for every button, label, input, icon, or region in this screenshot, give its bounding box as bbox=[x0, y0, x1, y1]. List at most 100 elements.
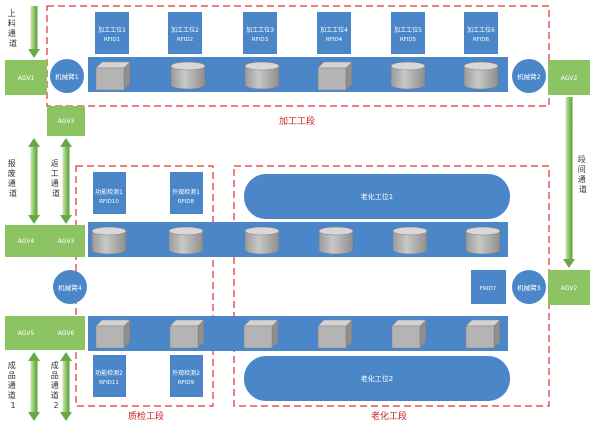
cube-item bbox=[169, 319, 205, 349]
label-char: 通 bbox=[51, 178, 59, 188]
cylinder-item bbox=[318, 226, 354, 255]
arrow-head-up bbox=[60, 352, 72, 361]
label-char: 道 bbox=[9, 38, 17, 48]
station-name: 功能检测2 bbox=[95, 369, 123, 377]
arrow-head-down bbox=[28, 49, 40, 58]
cylinder-top bbox=[318, 226, 354, 236]
channel-arrows bbox=[28, 6, 575, 421]
cube-front bbox=[169, 325, 199, 349]
cube-front bbox=[317, 325, 347, 349]
cylinder-top bbox=[244, 226, 280, 236]
cylinder-item bbox=[392, 226, 428, 255]
station-box bbox=[317, 12, 351, 54]
station-rfid: RFID9 bbox=[178, 380, 195, 386]
label-char: 品 bbox=[51, 371, 59, 380]
station-box bbox=[93, 172, 126, 214]
station-rfid: RFID2 bbox=[177, 37, 193, 43]
label-char: 间 bbox=[578, 165, 586, 174]
arrow-head-down bbox=[563, 259, 575, 268]
label-char: 通 bbox=[8, 380, 16, 390]
agv-box bbox=[548, 60, 590, 95]
station-box bbox=[170, 172, 203, 214]
conveyor-belt-bottom bbox=[88, 316, 508, 351]
station-name: 加工工位4 bbox=[320, 26, 348, 34]
station-name: 功能检测1 bbox=[95, 188, 123, 196]
label-char: 1 bbox=[10, 401, 15, 410]
arrow-head-down bbox=[60, 215, 72, 224]
cube-item bbox=[465, 319, 501, 349]
cylinder-item bbox=[463, 61, 499, 90]
label-char: 道 bbox=[9, 188, 17, 198]
arrow-shaft bbox=[62, 361, 70, 412]
processing-section-title: 加工工段 bbox=[279, 115, 315, 127]
label-char: 道 bbox=[52, 188, 60, 198]
label-char: 通 bbox=[51, 380, 59, 390]
cube-item bbox=[317, 319, 353, 349]
between-arrow bbox=[563, 97, 575, 268]
belt-items bbox=[91, 61, 501, 349]
agv-label: AGV3 bbox=[58, 118, 75, 125]
station-name: 加工工位1 bbox=[98, 26, 126, 34]
station-name: 加工工位5 bbox=[394, 26, 422, 34]
label-char: 料 bbox=[8, 18, 16, 28]
robot-arm-label: 机械臂1 bbox=[55, 72, 79, 81]
station-box bbox=[93, 355, 126, 397]
cylinder-body bbox=[244, 230, 280, 255]
cylinder-top bbox=[244, 61, 280, 71]
label-char: 报 bbox=[8, 158, 16, 168]
station-rfid: RFID10 bbox=[99, 199, 119, 205]
agv-label: AGV3 bbox=[58, 238, 75, 245]
cube-item bbox=[391, 319, 427, 349]
label-char: 道 bbox=[579, 184, 587, 194]
scrap-arrow bbox=[28, 138, 40, 224]
cylinder-body bbox=[390, 65, 426, 90]
cube-item bbox=[243, 319, 279, 349]
cube-item bbox=[95, 61, 131, 91]
robot-arm-circle bbox=[50, 59, 84, 93]
robot-arm-circle bbox=[53, 270, 87, 304]
label-char: 道 bbox=[8, 390, 16, 400]
cylinder-body bbox=[170, 65, 206, 90]
loading-arrow bbox=[28, 6, 40, 58]
rfid7-box bbox=[471, 270, 506, 304]
cylinder-item bbox=[390, 61, 426, 90]
cylinder-body bbox=[244, 65, 280, 90]
product1-channel-label: 成 品 通 道 1 bbox=[8, 360, 19, 410]
scrap-channel-label: 报 废 通 道 bbox=[8, 158, 19, 198]
station-rfid: RFID8 bbox=[178, 199, 195, 205]
cylinder-item bbox=[244, 61, 280, 90]
arrow-shaft bbox=[30, 147, 38, 215]
cylinder-body bbox=[463, 65, 499, 90]
agv-label: AGV1 bbox=[18, 75, 35, 82]
station-rfid: RFID1 bbox=[104, 37, 120, 43]
label-char: 工 bbox=[51, 169, 59, 178]
cylinder-body bbox=[318, 230, 354, 255]
station-box bbox=[243, 12, 277, 54]
station-box bbox=[168, 12, 202, 54]
robot-arm-label: 机械臂4 bbox=[58, 283, 82, 292]
station-box bbox=[95, 12, 129, 54]
loading-channel-label: 上 料 通 道 bbox=[8, 9, 19, 48]
conveyor-belt-middle bbox=[88, 222, 508, 257]
cylinder-item bbox=[465, 226, 501, 255]
cylinder-item bbox=[244, 226, 280, 255]
agv-box bbox=[548, 270, 590, 305]
station-box bbox=[391, 12, 425, 54]
agv-label: AGV2 bbox=[561, 285, 578, 292]
robot-arm-circle bbox=[512, 59, 546, 93]
arrow-shaft bbox=[30, 361, 38, 412]
conveyor-belt-top bbox=[88, 57, 508, 92]
arrow-head-up bbox=[28, 352, 40, 361]
cylinder-item bbox=[168, 226, 204, 255]
cylinder-top bbox=[168, 226, 204, 236]
cube-front bbox=[95, 67, 125, 91]
station-rfid: RFID4 bbox=[326, 37, 343, 43]
agv-box bbox=[5, 60, 47, 95]
cylinder-top bbox=[91, 226, 127, 236]
label-char: 上 bbox=[8, 9, 16, 18]
return-arrow bbox=[60, 138, 72, 224]
agv-box bbox=[5, 225, 47, 257]
station-name: 加工工位3 bbox=[246, 26, 274, 34]
label-char: 通 bbox=[8, 28, 16, 38]
